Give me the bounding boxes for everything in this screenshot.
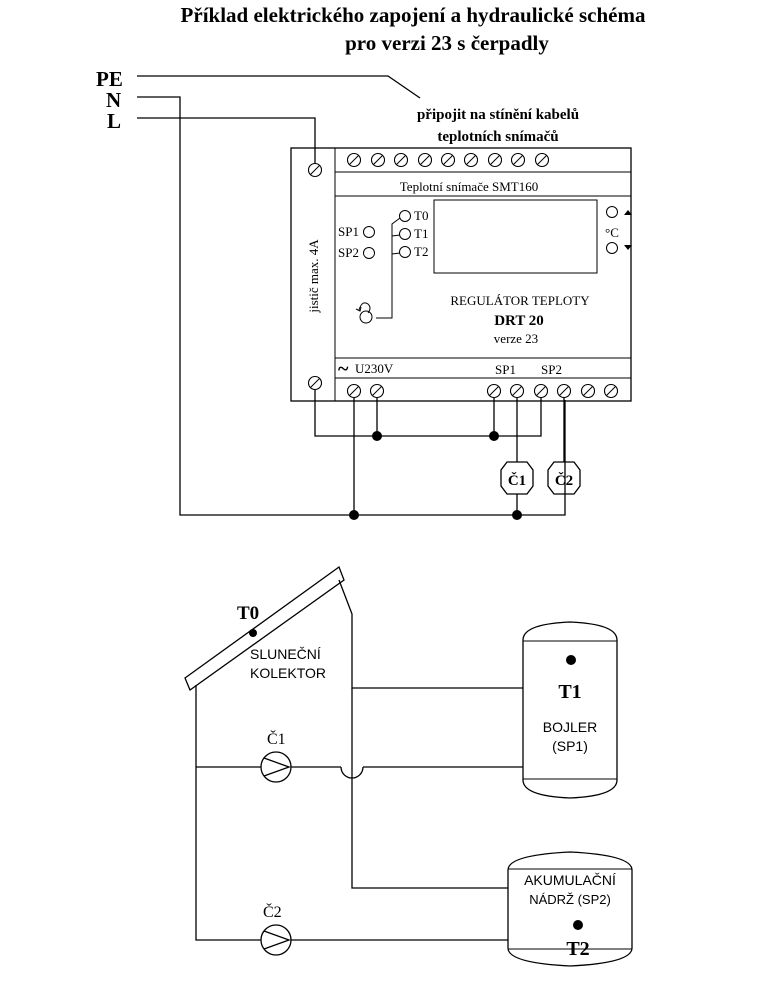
title-line2: pro verzi 23 s čerpadly [345,31,549,55]
controller-name-line3: verze 23 [494,331,538,346]
controller-name-line1: REGULÁTOR TEPLOTY [450,293,590,308]
pe-bus-wire [314,390,542,437]
controller-box [290,147,632,402]
sensor-t2-led [399,246,411,258]
led-sp2-label: SP2 [338,245,359,260]
sensor-t2-label: T2 [414,244,428,259]
boiler-t1-label: T1 [558,681,581,703]
sensor-t0-dot [249,629,257,637]
sensor-t1-led [399,228,411,240]
sensor-t1-label: T1 [414,226,428,241]
bottom-terminal-strip [346,383,619,399]
led-sp2 [363,247,375,259]
shield-note-line2: teplotních snímačů [437,129,558,145]
sensor-t0-led [399,210,411,222]
pipe-hot-to-boiler [338,579,523,689]
power-label: U230V [355,361,394,376]
display-screen [433,199,598,274]
pump-c1-label: Č1 [508,472,526,489]
junction-dot [489,431,499,441]
n-wire [137,96,566,516]
junction-dot [372,431,382,441]
controller-name-line2: DRT 20 [494,313,544,329]
solar-collector [184,565,345,692]
boiler-label-line2: (SP1) [552,738,588,754]
breaker-label: jistič max. 4A [306,239,321,314]
led-sp1-label: SP1 [338,224,359,239]
pump-c2: Č2 [547,461,581,495]
boiler-tank [522,621,618,799]
sensor-t0-label: T0 [414,208,428,223]
pipe-hot-to-tank [351,767,508,889]
arrow-down-icon [624,245,632,250]
accumulation-tank [507,851,633,967]
selector-line [376,217,401,319]
pump-c1: Č1 [500,461,534,495]
junction-dot [349,510,359,520]
breaker-top-terminal [307,162,323,178]
mains-n-label: N [106,88,121,112]
unit-label: °C [605,225,619,240]
junction-dot [512,510,522,520]
button-down[interactable] [606,242,633,254]
hydraulic-c2-label: Č2 [263,902,282,921]
tank-label-line1: AKUMULAČNÍ [524,872,616,888]
power-symbol: ~ [338,358,349,380]
title-line1: Příklad elektrického zapojení a hydrauli… [181,3,646,27]
output-sp1-label: SP1 [495,362,516,377]
collector-t0-label: T0 [237,603,259,624]
tank-t2-label: T2 [566,938,589,960]
shield-note-line1: připojit na stínění kabelů [417,107,579,123]
mains-pe-label: PE [96,67,123,91]
output-sp2-label: SP2 [541,362,562,377]
collector-label-line1: SLUNEČNÍ [250,646,321,662]
sensor-t1-dot [566,655,576,665]
pipe-cold-return [195,685,261,941]
selector-knob-icon[interactable] [355,302,373,324]
led-sp1 [363,226,375,238]
sensors-label: Teplotní snímače SMT160 [400,179,538,194]
hydraulic-c1-label: Č1 [267,729,286,748]
arrow-up-icon [624,210,632,215]
collector-label-line2: KOLEKTOR [250,665,326,681]
hydraulic-pump-c1-icon [260,751,292,783]
sensor-t2-dot [573,920,583,930]
pipe-crossover [340,766,364,779]
tank-label-line2: NÁDRŽ (SP2) [529,892,611,907]
boiler-label-line1: BOJLER [543,719,597,735]
top-terminal-strip [346,152,550,168]
button-up[interactable] [606,206,633,218]
pe-wire [137,75,421,99]
breaker-bottom-terminal [307,375,323,391]
l-wire [137,117,316,163]
mains-l-label: L [107,109,121,133]
pump-c2-label: Č2 [555,472,573,489]
hydraulic-pump-c2-icon [260,924,292,956]
